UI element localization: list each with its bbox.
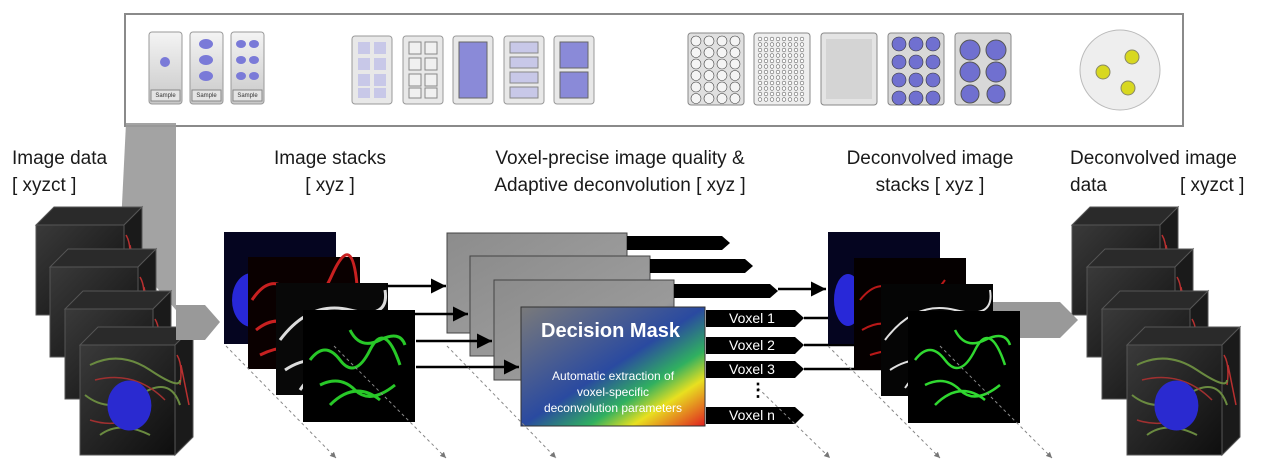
image-data-cubes xyxy=(34,205,195,457)
chamber-slide-8b xyxy=(402,35,444,105)
chamber-slide-1 xyxy=(452,35,494,105)
sample-label-3: Sample xyxy=(237,93,258,99)
well-plate-96 xyxy=(753,32,811,106)
voxel-label-1: Voxel 1 xyxy=(729,310,775,326)
voxel-label-n: Voxel n xyxy=(729,407,775,423)
label-image-stacks-1: Image stacks xyxy=(274,148,386,169)
decision-mask-desc-1: Automatic extraction of xyxy=(551,369,675,383)
voxel-tab-3 xyxy=(706,361,804,378)
petri-dish xyxy=(1079,29,1161,111)
label-deconv-data-2a: data xyxy=(1070,175,1107,196)
deconv-stack-green xyxy=(908,311,1020,423)
label-deconv-data-1: Deconvolved image xyxy=(1070,148,1237,169)
slide-single xyxy=(148,31,183,105)
decision-mask-desc-2: voxel-specific xyxy=(576,385,650,399)
decision-mask-panel xyxy=(520,306,706,427)
label-deconv-stacks-1: Deconvolved image xyxy=(846,148,1014,169)
zoom-callout xyxy=(120,123,176,310)
voxel-label-3: Voxel 3 xyxy=(729,361,775,377)
chamber-slide-8 xyxy=(351,35,393,105)
slide-six xyxy=(230,31,265,105)
voxel-label-2: Voxel 2 xyxy=(729,337,775,353)
well-plate-24 xyxy=(687,32,745,106)
input-arrow xyxy=(176,305,220,340)
voxel-tab-1 xyxy=(706,310,804,327)
decision-mask-title: Decision Mask xyxy=(541,320,680,342)
label-image-data-1: Image data xyxy=(12,148,108,169)
label-quality-1: Voxel-precise image quality & xyxy=(495,148,745,169)
image-stack-green xyxy=(303,310,415,422)
label-image-data-2: [ xyzct ] xyxy=(12,175,77,196)
label-quality-2: Adaptive deconvolution [ xyz ] xyxy=(494,175,746,196)
label-image-stacks-2: [ xyz ] xyxy=(305,175,355,196)
sample-label-2: Sample xyxy=(196,93,217,99)
dashed-depth-arrows xyxy=(225,345,1053,459)
chamber-slide-4 xyxy=(503,35,545,105)
slide-three xyxy=(189,31,224,105)
well-plate-6 xyxy=(954,32,1012,106)
sample-label-1: Sample xyxy=(155,93,176,99)
decision-mask-desc-3: deconvolution parameters xyxy=(543,401,683,415)
deconvolved-data-cubes xyxy=(1070,205,1242,457)
voxel-tab-2 xyxy=(706,337,804,354)
well-plate-384 xyxy=(820,32,878,106)
well-plate-12 xyxy=(887,32,945,106)
chamber-slide-2 xyxy=(553,35,595,105)
voxel-tab-n xyxy=(706,407,804,424)
label-deconv-data-2b: [ xyzct ] xyxy=(1180,175,1245,196)
voxel-ellipsis: ⋮ xyxy=(749,380,767,400)
label-deconv-stacks-2: stacks [ xyz ] xyxy=(875,175,985,196)
